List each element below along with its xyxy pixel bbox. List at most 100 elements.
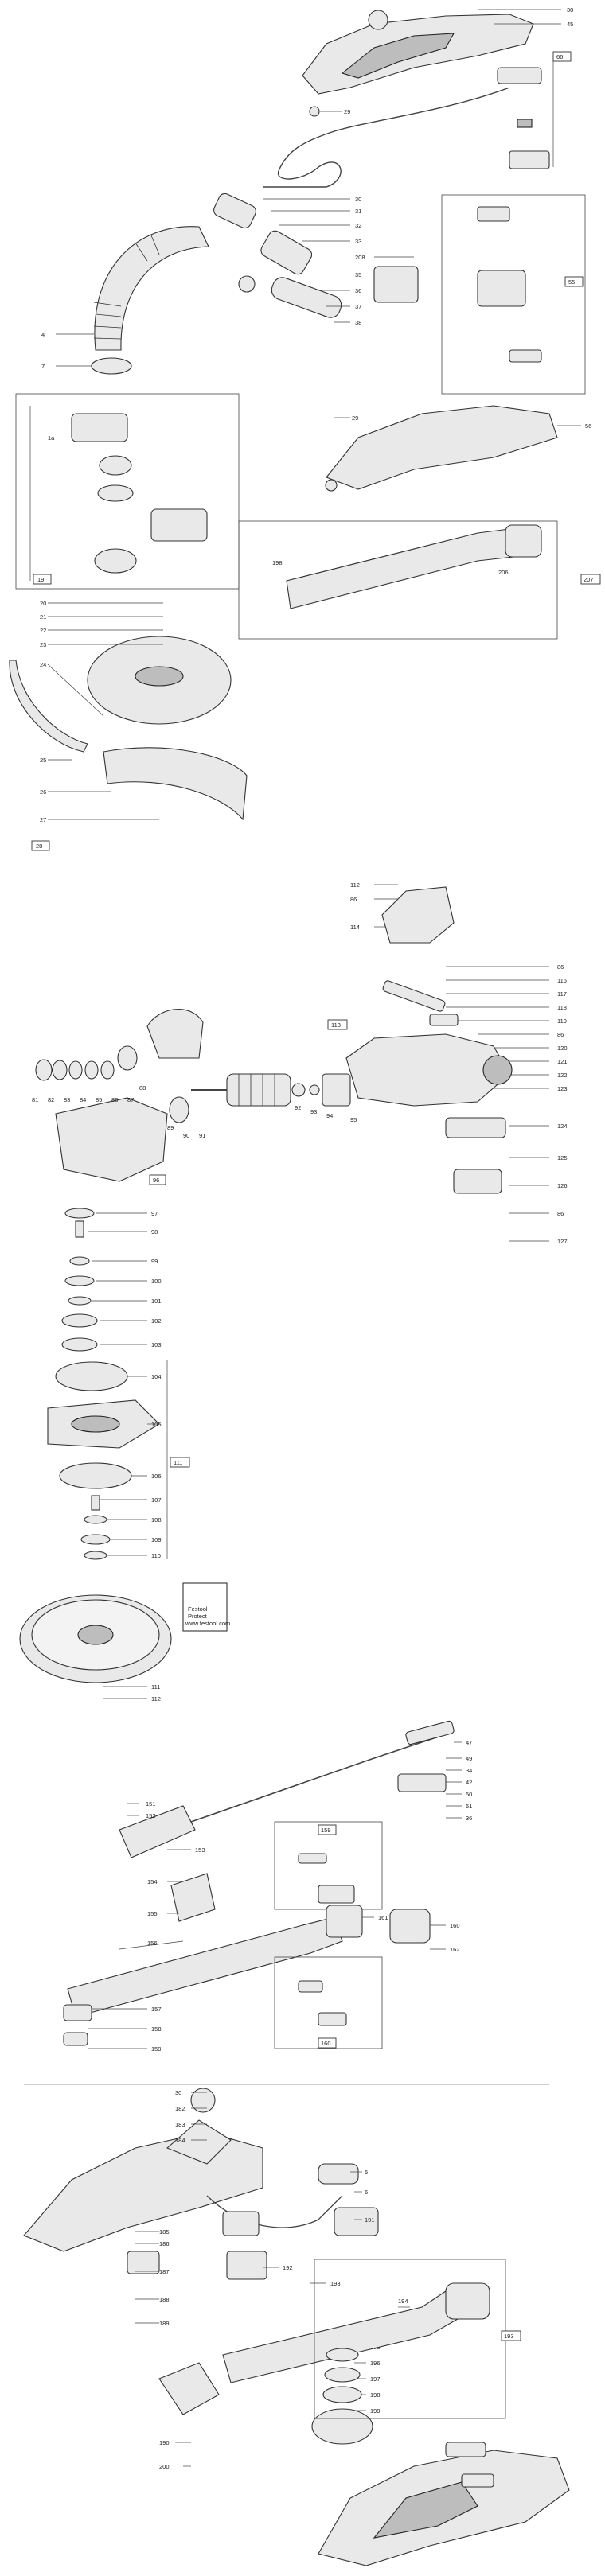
part-number-label: 93 (310, 1108, 317, 1115)
part-number-label: 193 (330, 2280, 341, 2287)
part-number-label: 107 (151, 1496, 162, 1504)
part-number-label: 126 (557, 1182, 568, 1189)
part-number-label: 50 (466, 1791, 472, 1798)
labels-section4: 30 182 183 184 185 186 187 188 189 190 5… (135, 2089, 410, 2470)
part-number-label: 91 (199, 1132, 205, 1139)
part-number-label: 185 (159, 2228, 170, 2236)
sleeve-part (213, 193, 256, 229)
label-111-group: 111 (174, 1459, 182, 1466)
label-55: 55 (568, 278, 575, 286)
section-lower-assembly: 30 182 183 184 185 186 187 188 189 190 5… (23, 2088, 570, 2566)
part-number-label: 37 (355, 303, 361, 310)
part-number-label: 182 (175, 2105, 185, 2112)
section-hose-assembly: 30 45 66 29 30 (9, 6, 601, 851)
labels-116-127: 86 116 117 118 119 86 120 121 122 123 12… (446, 963, 568, 1245)
connector-part (373, 266, 419, 303)
part-number-label: 104 (151, 1373, 162, 1380)
labels-20-28: 20 21 22 23 24 25 26 27 28 (31, 600, 163, 851)
part-number-label: 51 (466, 1803, 472, 1810)
part-number-label: 112 (350, 881, 360, 889)
part-number-label: 124 (557, 1123, 568, 1130)
part-number-label: 86 (350, 896, 357, 903)
part-number-label: 84 (80, 1096, 86, 1103)
part-number-label: 192 (283, 2264, 293, 2271)
group-box-160 (274, 1956, 383, 2049)
part-number-label: 162 (450, 1946, 460, 1953)
section-extension-tube: 47 49 34 42 50 51 36 159 151 152 153 (63, 1720, 472, 2053)
part-number-label: 108 (151, 1516, 162, 1523)
tube-coupling-part (119, 1805, 196, 1858)
part-number-label: 103 (151, 1341, 162, 1348)
part-number-label: 94 (326, 1112, 333, 1119)
part-number-label: 127 (557, 1238, 568, 1245)
hose-part (94, 226, 209, 351)
part-number-label: 156 (147, 1940, 158, 1947)
group-box-19 (15, 393, 240, 590)
part-number-label: 24 (40, 661, 46, 668)
group-box-55 (441, 194, 586, 395)
part-number-label: 157 (151, 2006, 162, 2013)
part-number-label: 118 (557, 1004, 567, 1011)
part-number-label: 190 (159, 2439, 170, 2446)
label-7: 7 (41, 363, 45, 370)
adapter-part (260, 230, 313, 275)
switch-cover-part (509, 150, 550, 169)
part-number-label: 110 (151, 1552, 161, 1559)
bearing-row (35, 1045, 138, 1081)
part-number-label: 85 (96, 1096, 102, 1103)
short-hose-part (271, 277, 342, 318)
part-number-label: 100 (151, 1278, 162, 1285)
part-number-label: 151 (146, 1800, 156, 1807)
labels-151-159: 151 152 153 154 155 156 157 158 159 (88, 1800, 205, 2053)
label-30: 30 (567, 6, 573, 14)
part-number-label: Festool (188, 1605, 208, 1613)
part-number-label: 116 (557, 977, 567, 984)
part-number-label: 152 (146, 1812, 156, 1819)
part-number-label: 34 (466, 1767, 472, 1774)
screw-29-part (309, 106, 320, 117)
label-207: 207 (584, 576, 594, 583)
part-number-label: 30 (355, 196, 361, 203)
part-number-label: 81 (32, 1096, 38, 1103)
part-number-label: 83 (64, 1096, 70, 1103)
notice-card (182, 1582, 228, 1632)
part-number-label: 33 (355, 238, 361, 245)
part-number-label: 38 (355, 319, 361, 326)
part-number-label: 35 (355, 271, 361, 278)
part-number-label: 88 (139, 1084, 146, 1091)
part-number-label: 159 (151, 2045, 162, 2053)
part-number-label: 22 (40, 627, 46, 634)
cable-part (263, 87, 510, 188)
spindle-column (47, 1208, 160, 1560)
switch-part (497, 67, 542, 84)
handle-grip-part (341, 33, 455, 79)
part-number-label: 161 (378, 1914, 388, 1921)
part-number-label: 6 (365, 2189, 368, 2196)
part-number-label: 86 (557, 963, 564, 971)
part-number-label: 30 (175, 2089, 182, 2096)
part-number-label: 187 (159, 2268, 170, 2275)
part-number-label: 188 (159, 2296, 170, 2303)
part-number-label: 153 (195, 1846, 205, 1854)
top-cover-part (381, 886, 455, 944)
labels-160-162: 160 161 162 (362, 1914, 460, 1953)
part-number-label: 98 (151, 1228, 158, 1235)
label-206: 206 (498, 569, 509, 576)
part-number-label: 82 (48, 1096, 54, 1103)
brush-ring-part (9, 660, 88, 753)
part-number-label: 47 (466, 1739, 472, 1746)
part-number-label: 199 (370, 2407, 381, 2415)
part-number-label: 125 (557, 1154, 568, 1162)
part-number-label: 36 (355, 287, 361, 294)
part-number-label: 120 (557, 1045, 568, 1052)
labels-81-95: 81 82 83 84 85 86 87 88 89 90 91 92 93 9… (32, 1084, 357, 1139)
part-number-label: 111 (151, 1683, 160, 1691)
label-96: 96 (153, 1177, 159, 1184)
part-number-label: 183 (175, 2121, 185, 2128)
label-1a: 1a (48, 434, 55, 442)
part-number-label: 189 (159, 2320, 170, 2327)
part-number-label: 36 (466, 1815, 472, 1822)
clip-part (517, 119, 533, 128)
part-number-label: 123 (557, 1085, 568, 1092)
